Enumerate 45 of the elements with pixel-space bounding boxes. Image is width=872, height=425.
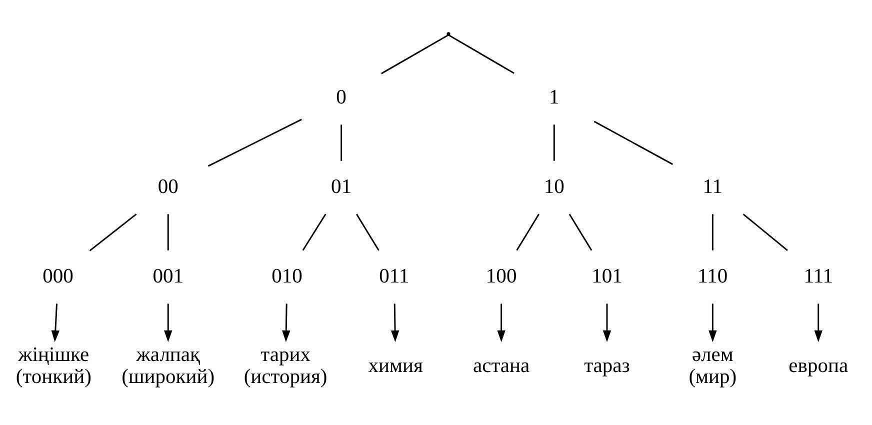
node-point bbox=[446, 32, 450, 36]
node-text: 0 bbox=[336, 86, 346, 108]
connector bbox=[712, 214, 714, 250]
arrow bbox=[282, 303, 290, 342]
connector bbox=[568, 213, 592, 250]
connector bbox=[381, 34, 449, 74]
node-text: 001 bbox=[152, 265, 184, 288]
arrow bbox=[390, 303, 400, 342]
node-text: 101 bbox=[592, 265, 622, 288]
arrow bbox=[51, 303, 60, 342]
node-text: 011 bbox=[379, 265, 410, 288]
node-text: европа bbox=[788, 354, 848, 377]
node-text: 100 bbox=[486, 265, 517, 288]
node-text: жіңішке (тонкий) bbox=[16, 344, 92, 388]
node-text: 010 bbox=[272, 265, 302, 288]
connector bbox=[89, 213, 137, 251]
node-text: 110 bbox=[698, 265, 728, 288]
node-text: әлем (мир) bbox=[688, 344, 737, 388]
node-text: 01 bbox=[331, 176, 352, 198]
node-text: 1 bbox=[549, 86, 560, 108]
node-text: жалпақ (широкий) bbox=[122, 344, 215, 388]
arrow bbox=[708, 303, 717, 342]
node-text: тараз bbox=[584, 354, 630, 377]
arrow bbox=[814, 303, 822, 342]
connector bbox=[448, 34, 514, 74]
node-text: астана bbox=[472, 354, 530, 377]
node-text: 10 bbox=[544, 176, 564, 198]
node-text: 00 bbox=[158, 176, 178, 198]
connector bbox=[553, 124, 555, 160]
node-text: 111 bbox=[804, 265, 834, 288]
node-text: 11 bbox=[702, 176, 723, 198]
node-text: 000 bbox=[42, 265, 74, 288]
connector bbox=[167, 214, 169, 250]
node-text: тарих (история) bbox=[244, 344, 328, 388]
node-text: химия bbox=[368, 354, 423, 377]
arrow bbox=[497, 303, 506, 342]
arrow bbox=[602, 303, 612, 342]
connector bbox=[356, 213, 380, 250]
connector bbox=[594, 120, 674, 164]
connector bbox=[516, 213, 540, 250]
connector bbox=[302, 213, 326, 250]
connector bbox=[742, 213, 788, 250]
connector bbox=[208, 118, 302, 166]
connector bbox=[340, 124, 342, 160]
arrow bbox=[164, 303, 172, 342]
